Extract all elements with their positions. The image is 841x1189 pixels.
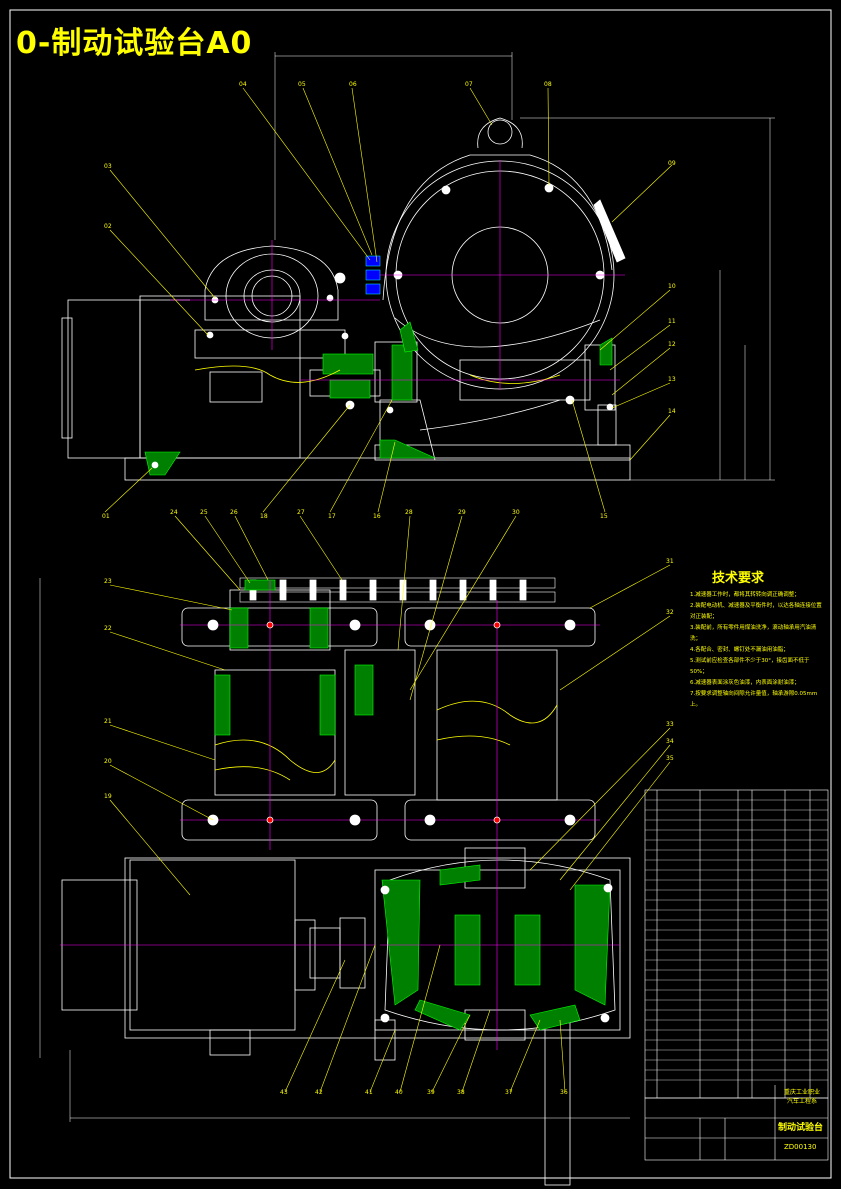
part-number-labels: 04 05 06 07 08 09 03 02 10 11 12 13 14 1… xyxy=(102,81,676,520)
parts-list-rows xyxy=(645,799,828,1081)
requirement-item: 7.按要求调整轴向间隙允许量值，轴承游隙0.05mm上。 xyxy=(690,691,818,708)
title-block-drawing-name: 制动试验台 xyxy=(778,1123,824,1133)
org-line-2: 汽车工程系 xyxy=(786,1098,817,1105)
label-08: 08 xyxy=(544,81,552,88)
requirement-item: 4.各配合、密封、螺钉处不漏油用油脂； xyxy=(690,647,789,653)
label-05: 05 xyxy=(298,81,306,88)
requirement-item: 1.减速器工作时，都将其转转向调正确调整； xyxy=(690,592,800,598)
label-10: 10 xyxy=(668,283,676,290)
label-13: 13 xyxy=(668,376,676,383)
parts-list-table xyxy=(644,789,829,1161)
label-18: 18 xyxy=(260,513,268,520)
label-11: 11 xyxy=(668,318,676,325)
label-06: 06 xyxy=(349,81,357,88)
requirement-item: 6.减速器表面涂灰色油漆，内表面涂耐油漆； xyxy=(690,680,800,686)
label-03: 03 xyxy=(104,163,112,170)
label-15: 15 xyxy=(600,513,608,520)
label-09: 09 xyxy=(668,160,676,167)
label-16: 16 xyxy=(373,513,381,520)
top-section-hatch xyxy=(144,321,613,476)
label-07: 07 xyxy=(465,81,473,88)
drawing-title: 0-制动试验台A0 xyxy=(16,26,253,61)
label-02: 02 xyxy=(104,223,112,230)
label-12: 12 xyxy=(668,341,676,348)
title-block-organization: 重庆工业职业 汽车工程系 xyxy=(778,1088,826,1106)
top-view xyxy=(61,52,775,513)
label-14: 14 xyxy=(668,408,676,415)
label-01: 01 xyxy=(102,513,110,520)
technical-requirements-heading: 技术要求 xyxy=(712,571,765,586)
requirement-item: 3.装配前，所有零件用煤油洗净，滚动轴承用汽油清洗； xyxy=(690,625,817,642)
bottom-view xyxy=(39,515,671,1186)
technical-requirements-list: 1.减速器工作时，都将其转转向调正确调整； 2.装配电动机、减速器及平衡件时，以… xyxy=(690,590,822,711)
label-17: 17 xyxy=(328,513,336,520)
title-block-drawing-code: ZD00130 xyxy=(784,1143,817,1151)
org-line-1: 重庆工业职业 xyxy=(783,1089,820,1096)
drawing-border xyxy=(9,9,832,1179)
requirement-item: 5.测试前应检查各部件不少于30°，接齿面不低于50%； xyxy=(690,658,810,675)
label-04: 04 xyxy=(239,81,247,88)
requirement-item: 2.装配电动机、减速器及平衡件时，以达各轴连接位置对正装配； xyxy=(690,603,822,620)
